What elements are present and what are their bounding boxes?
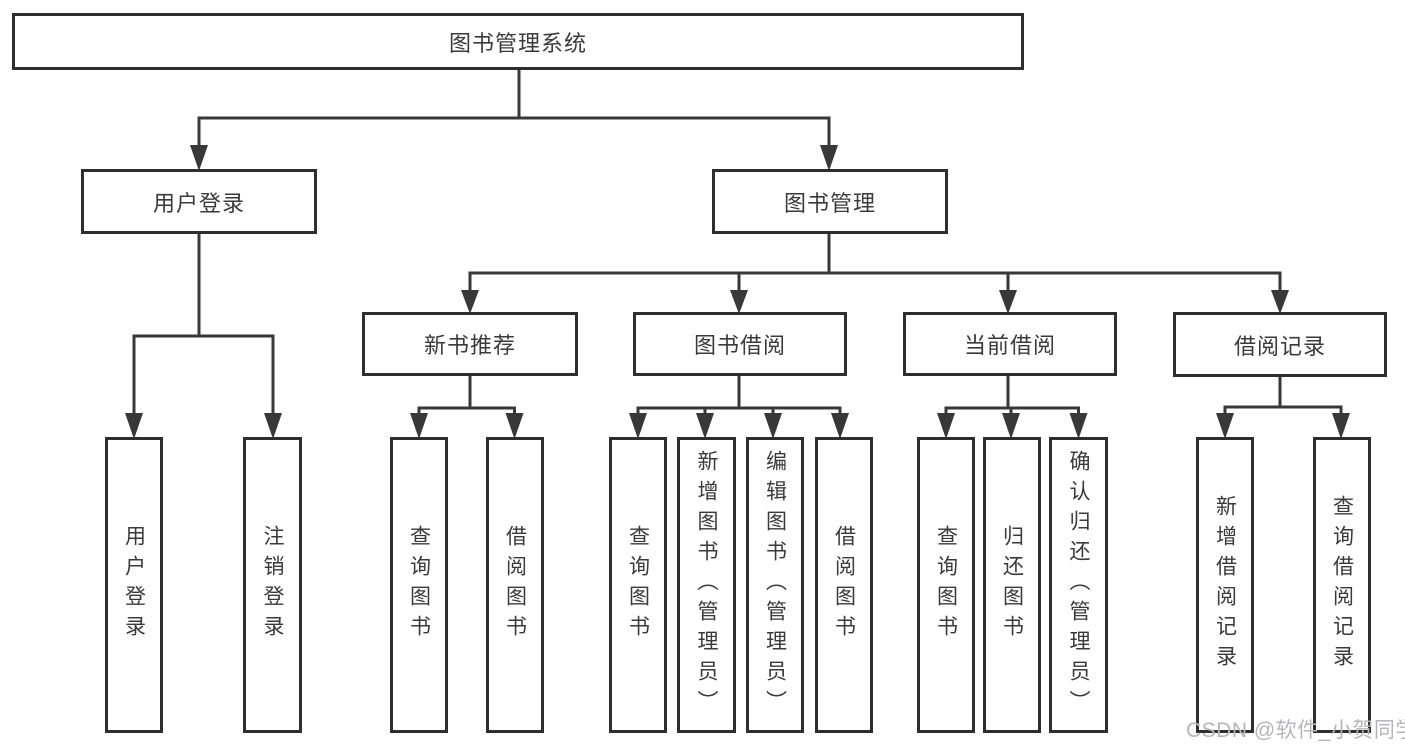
node-label: 借阅记录 <box>1233 333 1326 359</box>
leaf-label: 借阅图书 <box>832 525 856 645</box>
node-label: 图书管理 <box>783 190 876 216</box>
leaf-query-books-current: 查询图书 <box>917 437 975 733</box>
node-book-borrowing: 图书借阅 <box>633 312 847 376</box>
leaf-label: 确认归还（管理员） <box>1067 450 1090 720</box>
node-new-book-recommend: 新书推荐 <box>362 312 578 376</box>
node-user-login-branch: 用户登录 <box>81 169 317 234</box>
node-borrowing-records: 借阅记录 <box>1173 312 1387 377</box>
leaf-label: 查询借阅记录 <box>1330 495 1354 675</box>
leaf-label: 归还图书 <box>1000 525 1024 645</box>
leaf-return-book: 归还图书 <box>983 437 1041 733</box>
node-label: 新书推荐 <box>423 333 516 358</box>
leaf-borrow-books-borrowing: 借阅图书 <box>815 437 873 733</box>
leaf-label: 查询图书 <box>934 525 958 645</box>
csdn-watermark: CSDN @软件_小贺同学 <box>1186 719 1405 742</box>
node-current-borrowing: 当前借阅 <box>903 312 1117 376</box>
leaf-logout: 注销登录 <box>243 437 302 733</box>
leaf-add-book-admin: 新增图书（管理员） <box>677 437 736 733</box>
node-label: 用户登录 <box>152 190 245 216</box>
leaf-label: 查询图书 <box>626 525 650 645</box>
node-book-management-system: 图书管理系统 <box>12 13 1024 70</box>
leaf-query-books-borrowing: 查询图书 <box>609 437 667 733</box>
node-label: 图书管理系统 <box>448 30 587 56</box>
node-label: 图书借阅 <box>693 333 786 358</box>
leaf-borrow-books-recommend: 借阅图书 <box>486 437 544 733</box>
leaf-label: 用户登录 <box>122 525 146 645</box>
leaf-query-borrow-record: 查询借阅记录 <box>1313 437 1371 733</box>
leaf-label: 新增借阅记录 <box>1213 495 1237 675</box>
leaf-user-login: 用户登录 <box>105 437 163 733</box>
leaf-query-books-recommend: 查询图书 <box>390 437 448 733</box>
leaf-label: 新增图书（管理员） <box>695 450 718 720</box>
leaf-confirm-return-admin: 确认归还（管理员） <box>1049 437 1108 733</box>
node-book-management-branch: 图书管理 <box>712 169 948 234</box>
leaf-label: 注销登录 <box>261 525 284 645</box>
leaf-label: 借阅图书 <box>503 525 527 645</box>
leaf-add-borrow-record: 新增借阅记录 <box>1196 437 1254 733</box>
node-label: 当前借阅 <box>963 333 1056 358</box>
leaf-label: 编辑图书（管理员） <box>763 450 787 720</box>
leaf-edit-book-admin: 编辑图书（管理员） <box>746 437 804 733</box>
leaf-label: 查询图书 <box>407 525 431 645</box>
